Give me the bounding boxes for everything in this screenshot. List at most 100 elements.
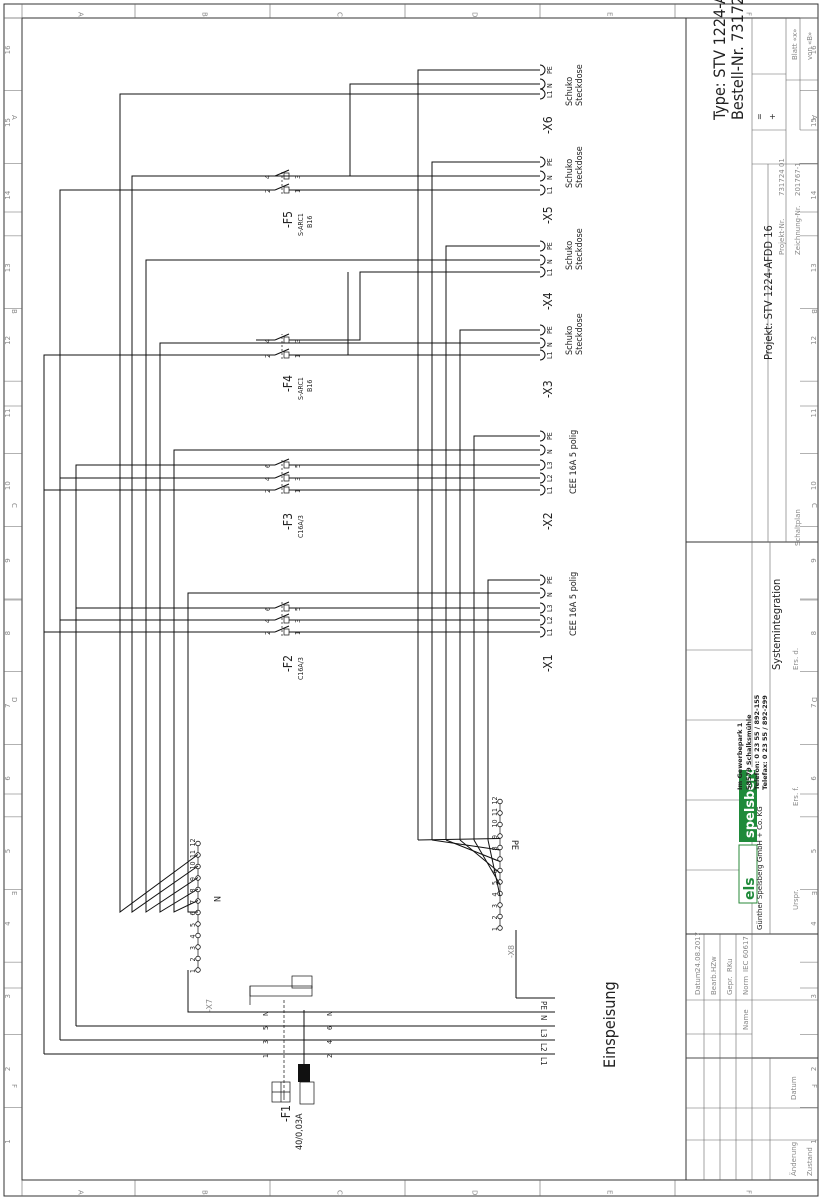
grid-number-right: 13 [810,263,818,272]
socket-desc: Schuko [565,241,575,270]
breaker-type: S-ARC1 [297,377,305,400]
row-letter-left: C [10,503,18,508]
socket-pin: L2 [546,474,554,482]
breaker-term: 2 [264,489,272,493]
col-letter-bottom: F [745,1190,753,1194]
breaker-term: 6 [264,607,272,611]
x8-strip-terminal: 12 [491,796,499,804]
x8-strip-terminal: 10 [491,819,499,827]
wiring [43,69,540,1055]
order-number: Bestell-Nr. 731724 01 [728,0,747,120]
breaker-term: 4 [264,477,272,481]
grid-number-left: 10 [4,481,12,490]
grid-number-left: 7 [4,703,12,707]
logo-spelsberg: spelsberg [743,766,758,838]
row-letter-left: E [10,891,18,895]
socket-pin: L2 [546,616,554,624]
f1-term-n: N [262,1011,270,1016]
rcd-f1: -F1 40/0,03A 1 3 5 N 2 4 6 N [249,975,334,1150]
socket-desc: Schuko [565,77,575,106]
col-letter-top: A [77,12,85,17]
grid-number-right: 3 [810,994,818,998]
col-letter-top: F [745,12,753,16]
breaker-tag: -F2 [281,655,295,672]
norm-label: Norm [742,976,750,995]
logo-els: els [742,877,758,900]
f1-term-2: 2 [326,1054,334,1058]
grid-number-left: 9 [4,558,12,562]
grid-number-left: 5 [4,849,12,853]
socket-pin: L3 [546,604,554,612]
breaker-type: S-ARC1 [297,213,305,236]
row-letter-left: A [10,115,18,120]
socket-pin: N [546,449,554,454]
x7-strip-terminal: 11 [189,850,197,858]
x7-strip-terminal: 9 [189,877,197,881]
col-letter-top: E [606,12,614,16]
socket-tag: -X5 [541,206,555,224]
x7-strip-terminal: 12 [189,838,197,846]
row-letter-right: A [810,115,818,120]
grid-number-left: 16 [4,45,12,54]
socket-desc2: Steckdose [575,146,585,188]
zustand-label: Zustand [806,1147,814,1176]
breaker-term: 6 [264,464,272,468]
socket-pin: L1 [546,268,554,276]
name-label: Name [742,1009,750,1030]
f1-term-5: 5 [262,1026,270,1030]
col-letter-bottom: E [606,1190,614,1194]
socket-pin: N [546,83,554,88]
x7-strip-terminal: 3 [189,946,197,950]
company-name: Günther Spelsberg GmbH + Co. KG [756,806,764,930]
breaker-term: 2 [264,189,272,193]
norm-value: IEC 60617 [742,936,750,972]
col-letter-top: C [336,12,344,17]
col-letter-bottom: B [201,1190,209,1195]
grid-number-right: 16 [810,45,818,54]
gepr-value: RKu [726,958,734,972]
bearb-value: HZw [710,956,718,972]
col-letter-bottom: A [77,1190,85,1195]
socket-tag: -X4 [541,292,555,310]
breaker-tag: -F5 [281,211,295,228]
x7-strip-terminal: 6 [189,911,197,915]
bus-labels: PE N L3 L2 L1 [539,1001,548,1066]
x8-strip-terminal: 4 [491,892,499,896]
f1-rating: 40/0,03A [295,1113,305,1150]
datum-value: 24.08.2017 [694,932,702,972]
zeichnung-nr: 201767-1 [794,162,802,196]
breaker-term: 3 [294,175,302,179]
socket-pin: N [546,592,554,597]
socket-desc: Schuko [565,326,575,355]
grid-number-left: 12 [4,336,12,345]
socket-desc2: Steckdose [575,313,585,355]
grid-number-left: 4 [4,921,12,926]
ers-d: Ers. d. [792,648,800,670]
row-letter-right: F [810,1084,818,1088]
x8-strip-terminal: 9 [491,835,499,839]
breaker-term: 3 [294,477,302,481]
sheet-of: von «B» [806,32,814,60]
x8-label: PE [509,840,519,850]
inner-frame [21,17,819,1181]
grid-number-left: 1 [4,1139,12,1143]
socket-pin: PE [546,66,554,74]
socket-pin: L1 [546,186,554,194]
grid-number-right: 6 [810,776,818,781]
breaker-type2: B16 [306,216,314,228]
socket-desc2: Steckdose [575,64,585,106]
fax: Telefax: 0 23 55 / 892-299 [761,695,769,790]
breaker-term: 2 [264,631,272,635]
plus-sign: + [768,113,777,120]
bearb-label: Bearb. [710,972,718,995]
socket-pin: PE [546,432,554,440]
socket-tag: -X6 [541,116,555,134]
